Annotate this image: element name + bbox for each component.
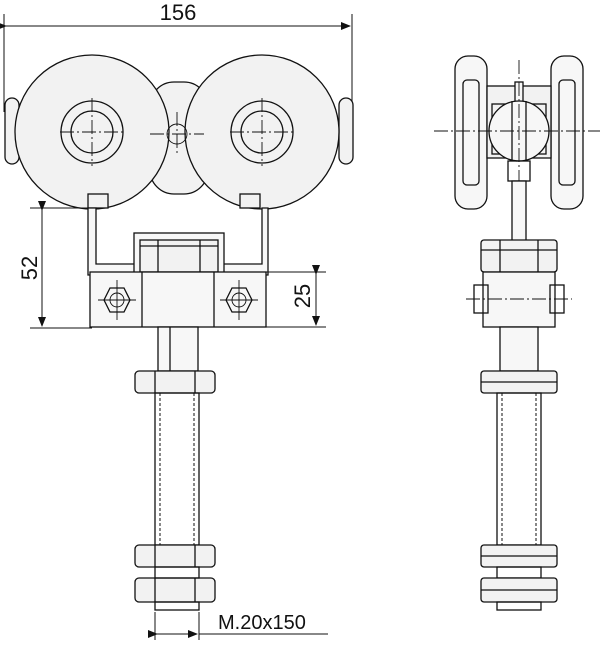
dimension-overall-width: 156 (0, 0, 353, 112)
side-view (434, 55, 600, 611)
dimension-bolt-spec: M.20x150 (148, 612, 328, 640)
mounting-plate (89, 271, 267, 328)
bolt-spec-label: M.20x150 (218, 612, 306, 634)
front-view: 156 (0, 0, 354, 640)
dimension-total-height: 52 (17, 201, 92, 329)
dimension-plate-height: 25 (266, 265, 326, 328)
threaded-bolt (154, 392, 200, 546)
total-height-label: 52 (17, 256, 42, 280)
overall-width-label: 156 (160, 0, 197, 25)
plate-height-label: 25 (290, 284, 315, 308)
